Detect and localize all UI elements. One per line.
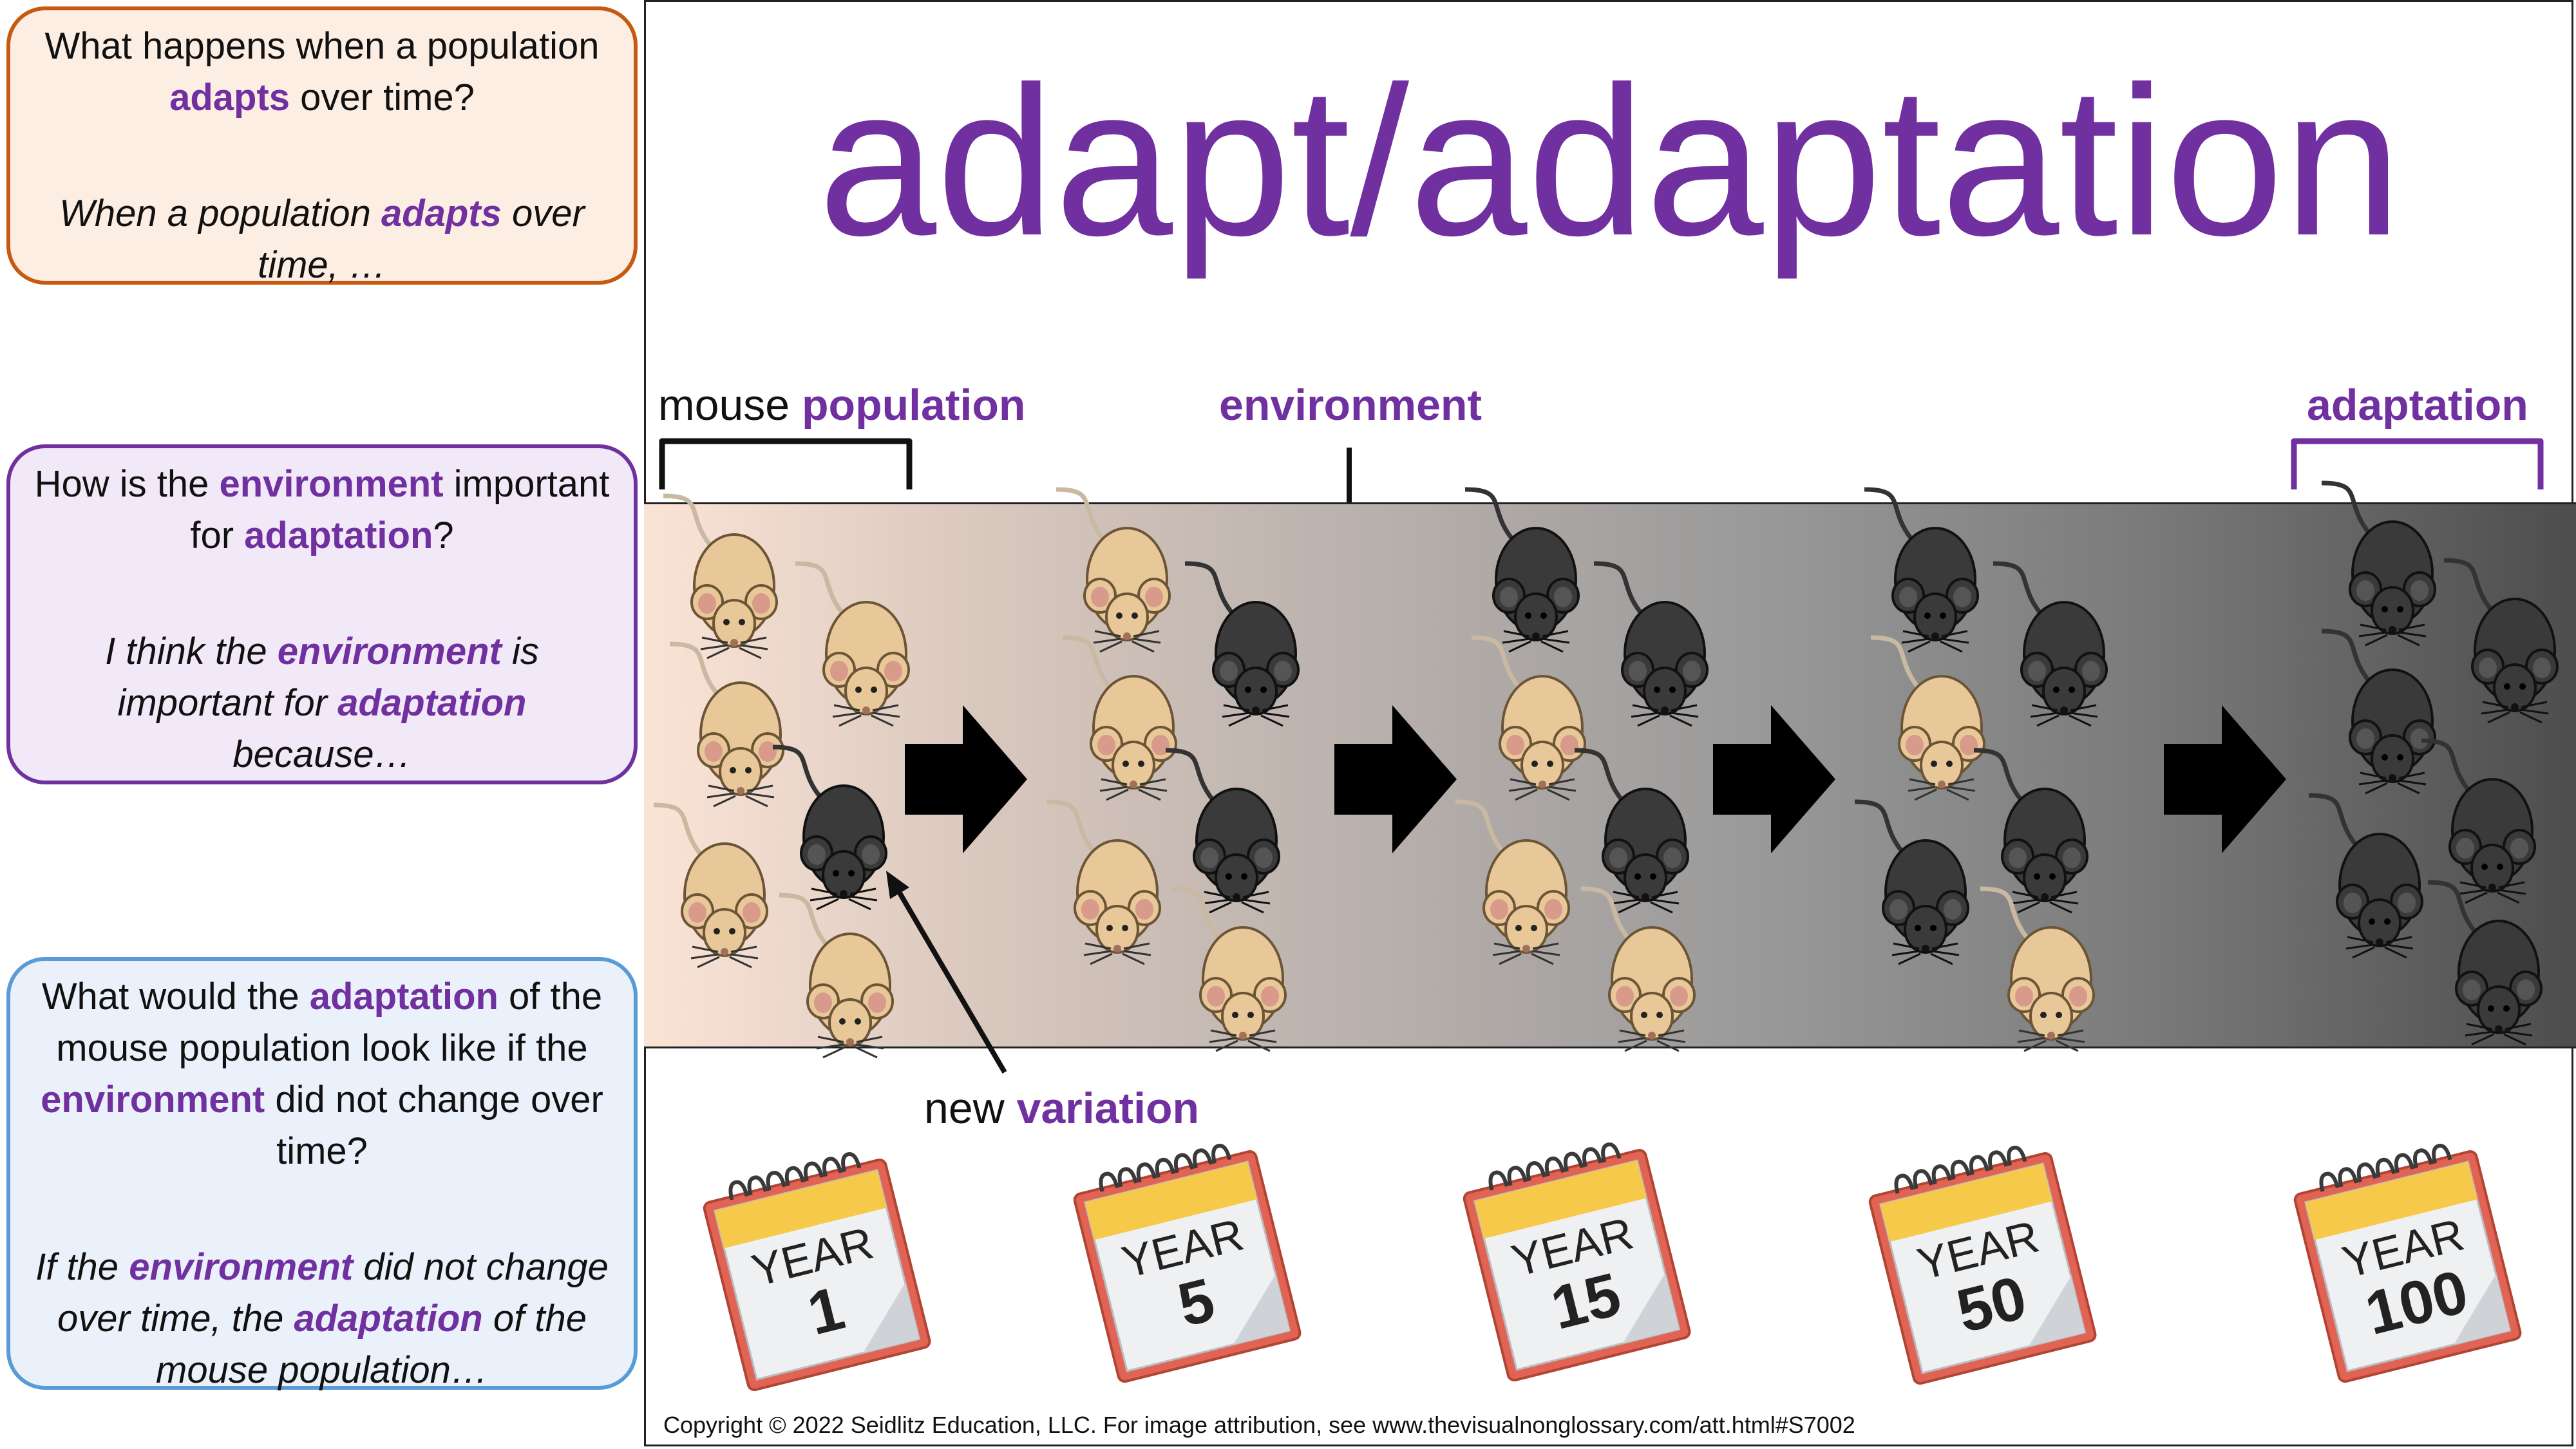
environment-label: environment xyxy=(1219,381,1482,430)
mouse-population-label: mouse population xyxy=(658,381,1026,430)
question-text: How is the environment important for ada… xyxy=(34,463,610,556)
calendar-number: 15 xyxy=(1545,1260,1627,1343)
population-bracket xyxy=(659,438,913,489)
question-box-adapts: What happens when a population adapts ov… xyxy=(6,6,638,286)
new-variation-arrow xyxy=(886,871,1007,1074)
calendar-number: 50 xyxy=(1951,1264,2033,1346)
calendar-year-100: YEAR 100 xyxy=(2291,1138,2522,1383)
sentence-stem: I think the environment is important for… xyxy=(105,630,539,775)
page-title: adapt/adaptation xyxy=(818,42,2402,279)
sentence-stem: When a population adapts over time, … xyxy=(59,193,585,286)
new-variation-label: new variation xyxy=(924,1084,1200,1133)
adaptation-bracket xyxy=(2291,438,2544,489)
calendar-year-50: YEAR 50 xyxy=(1866,1140,2097,1385)
calendar-year-5: YEAR 5 xyxy=(1070,1138,1302,1383)
calendar-year-1: YEAR 1 xyxy=(700,1146,931,1392)
question-text: What happens when a population adapts ov… xyxy=(44,25,600,118)
calendar-year-15: YEAR 15 xyxy=(1460,1137,1691,1382)
sentence-stem: If the environment did not change over t… xyxy=(35,1246,609,1391)
question-text: What would the adaptation of the mouse p… xyxy=(41,976,603,1172)
adaptation-label: adaptation xyxy=(2307,381,2528,430)
question-box-adaptation: What would the adaptation of the mouse p… xyxy=(6,957,638,1391)
copyright-notice: Copyright © 2022 Seidlitz Education, LLC… xyxy=(663,1412,1855,1438)
question-box-environment: How is the environment important for ada… xyxy=(6,444,638,784)
